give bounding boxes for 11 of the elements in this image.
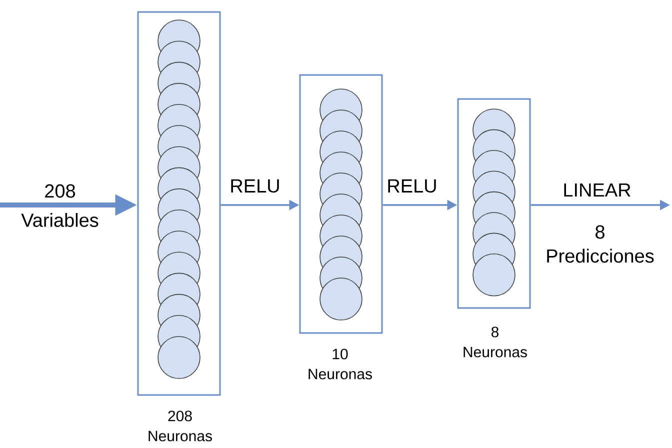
layer-box [299, 74, 383, 334]
layer-box [137, 11, 221, 396]
label: Variables [21, 213, 98, 227]
neuron-count: 208 Neuronas [148, 410, 212, 442]
edge-label: 208 [45, 184, 76, 198]
edge-label: RELU [388, 179, 436, 193]
layer-box [457, 98, 531, 309]
neuron-count: 8 Neuronas [464, 326, 527, 358]
edge-label: RELU [231, 179, 279, 193]
neuron-count: 10 Neuronas [308, 348, 372, 380]
edge-label: LINEAR [564, 183, 630, 197]
